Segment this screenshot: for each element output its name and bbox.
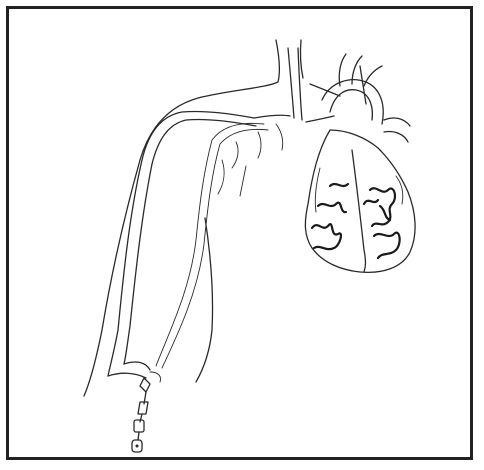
heart (305, 54, 415, 272)
catheter-hub (132, 372, 161, 452)
vein-system (108, 48, 334, 378)
body-outline (84, 40, 366, 396)
